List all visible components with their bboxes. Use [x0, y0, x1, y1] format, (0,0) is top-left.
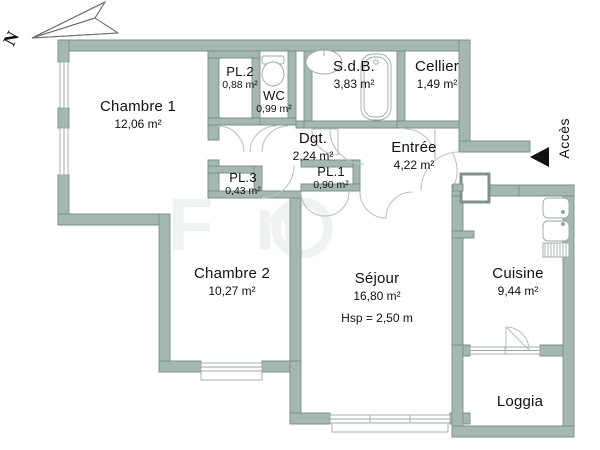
- kitchen-sink-1-icon: [542, 197, 570, 219]
- bathtub-icon: [360, 53, 392, 121]
- doors: [217, 125, 530, 351]
- fixtures: [261, 48, 570, 258]
- north-arrow-icon: [31, 0, 120, 39]
- entry-shaft-icon: [459, 172, 491, 204]
- kitchen-sink-2-icon: [542, 220, 570, 242]
- kitchen-appliance-icon: [542, 242, 570, 258]
- walls: [57, 39, 575, 438]
- access-label: Accès: [556, 118, 572, 159]
- svg-text:F: F: [168, 183, 213, 266]
- access-arrow-icon: [530, 147, 549, 167]
- windows: [59, 61, 541, 433]
- wc-bowl-icon: [261, 61, 285, 87]
